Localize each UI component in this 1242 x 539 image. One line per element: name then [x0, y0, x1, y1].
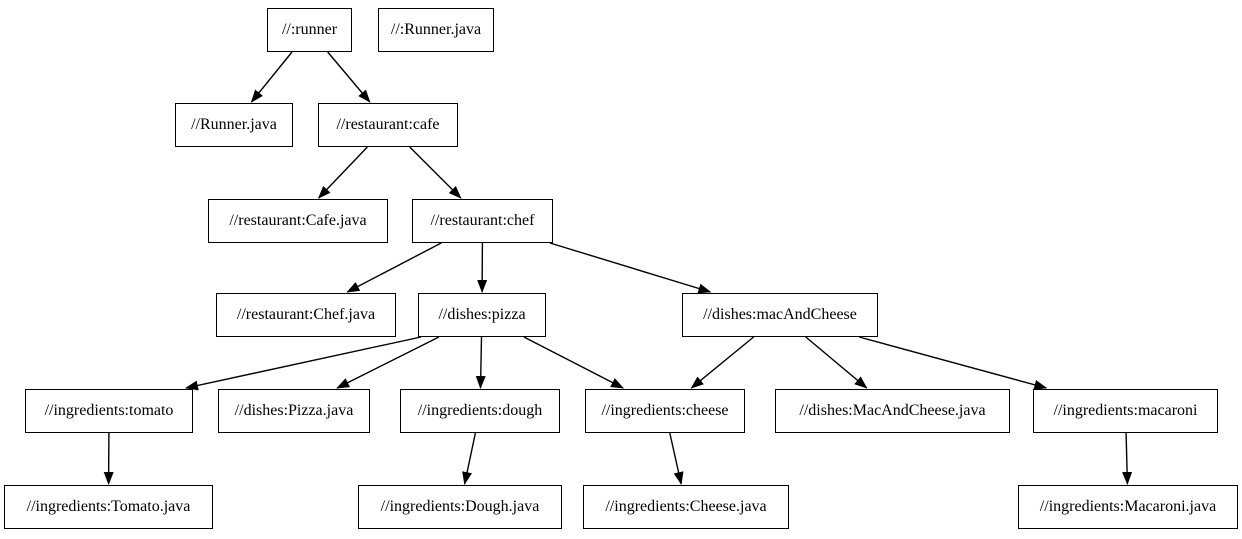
- graph-edge-mac-and-cheese-to-mac-and-cheese-java: [805, 336, 868, 389]
- graph-node-label: //:Runner.java: [390, 21, 482, 38]
- graph-node-tomato: //ingredients:tomato: [25, 389, 193, 433]
- graph-node-dough: //ingredients:dough: [400, 389, 560, 433]
- graph-node-label: //ingredients:macaroni: [1053, 402, 1198, 419]
- graph-node-cheese-java: //ingredients:Cheese.java: [583, 485, 789, 529]
- graph-edge-runner-to-runner-java: [250, 51, 293, 103]
- graph-node-runner-java-top: //:Runner.java: [378, 8, 494, 52]
- graph-node-label: //ingredients:Cheese.java: [605, 498, 767, 515]
- graph-edge-chef-to-chef-java: [346, 242, 442, 293]
- graph-node-dough-java: //ingredients:Dough.java: [358, 485, 562, 529]
- graph-node-label: //dishes:macAndCheese: [703, 306, 857, 323]
- graph-edge-pizza-to-tomato: [185, 336, 422, 391]
- graph-node-label: //restaurant:chef: [430, 212, 535, 229]
- graph-edge-pizza-to-pizza-java: [336, 336, 440, 389]
- graph-edge-cafe-to-cafe-java: [317, 146, 368, 199]
- graph-node-mac-and-cheese-java: //dishes:MacAndCheese.java: [775, 389, 1010, 433]
- graph-node-label: //dishes:pizza: [438, 306, 526, 323]
- graph-node-cafe-java: //restaurant:Cafe.java: [208, 199, 388, 243]
- graph-node-label: //restaurant:Cafe.java: [229, 212, 367, 229]
- graph-edge-pizza-to-cheese: [523, 336, 624, 389]
- graph-node-macaroni-java: //ingredients:Macaroni.java: [1018, 485, 1238, 529]
- graph-node-label: //restaurant:cafe: [336, 116, 440, 133]
- graph-node-macaroni: //ingredients:macaroni: [1033, 389, 1218, 433]
- graph-edge-mac-and-cheese-to-macaroni: [859, 336, 1048, 390]
- graph-node-label: //ingredients:cheese: [601, 402, 729, 419]
- graph-edge-cafe-to-chef: [409, 146, 462, 199]
- graph-node-label: //Runner.java: [191, 116, 277, 133]
- graph-edge-chef-to-mac-and-cheese: [549, 242, 712, 294]
- graph-edge-pizza-to-dough: [475, 336, 486, 389]
- graph-node-label: //ingredients:Macaroni.java: [1039, 498, 1217, 515]
- graph-node-label: //ingredients:tomato: [44, 402, 174, 419]
- graph-node-runner: //:runner: [267, 8, 352, 52]
- graph-node-label: //ingredients:Dough.java: [380, 498, 540, 515]
- graph-node-chef-java: //restaurant:Chef.java: [216, 293, 396, 337]
- graph-node-label: //ingredients:Tomato.java: [26, 498, 191, 515]
- graph-edge-cheese-to-cheese-java: [669, 432, 684, 485]
- graph-node-label: //ingredients:dough: [417, 402, 543, 419]
- graph-node-label: //dishes:Pizza.java: [234, 402, 354, 419]
- graph-node-chef: //restaurant:chef: [412, 199, 553, 243]
- graph-node-pizza-java: //dishes:Pizza.java: [218, 389, 370, 433]
- graph-edge-mac-and-cheese-to-cheese: [690, 336, 755, 389]
- graph-node-label: //dishes:MacAndCheese.java: [799, 402, 986, 419]
- graph-node-pizza: //dishes:pizza: [418, 293, 546, 337]
- graph-node-cheese: //ingredients:cheese: [585, 389, 745, 433]
- graph-node-tomato-java: //ingredients:Tomato.java: [4, 485, 213, 529]
- graph-edge-dough-to-dough-java: [462, 432, 477, 485]
- graph-node-cafe: //restaurant:cafe: [318, 103, 458, 147]
- graph-node-mac-and-cheese: //dishes:macAndCheese: [682, 293, 878, 337]
- graph-edge-macaroni-to-macaroni-java: [1122, 432, 1133, 485]
- graph-edge-runner-to-cafe: [327, 51, 371, 103]
- graph-node-label: //restaurant:Chef.java: [236, 306, 376, 323]
- graph-node-label: //:runner: [281, 21, 338, 38]
- graph-node-runner-java: //Runner.java: [175, 103, 293, 147]
